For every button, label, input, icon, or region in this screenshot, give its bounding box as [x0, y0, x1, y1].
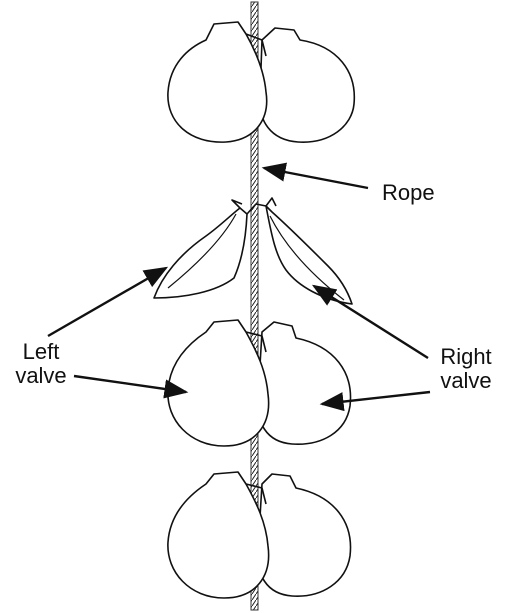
left-valve-arrow-open — [48, 268, 166, 336]
scallop-pair-1 — [168, 22, 354, 142]
right-valve-label: Right valve — [430, 345, 502, 393]
rope-label: Rope — [382, 181, 435, 205]
left-valve-label-line-1: Left — [10, 340, 72, 364]
left-valve-label: Left valve — [10, 340, 72, 388]
right-valve-arrow-open — [314, 286, 428, 358]
left-valve-label-line-2: valve — [10, 364, 72, 388]
rope-arrow — [264, 168, 368, 188]
scallop-pair-4 — [168, 472, 351, 598]
right-valve-label-line-1: Right — [430, 345, 502, 369]
scallop-pair-3 — [168, 320, 351, 446]
right-valve-label-line-2: valve — [430, 369, 502, 393]
